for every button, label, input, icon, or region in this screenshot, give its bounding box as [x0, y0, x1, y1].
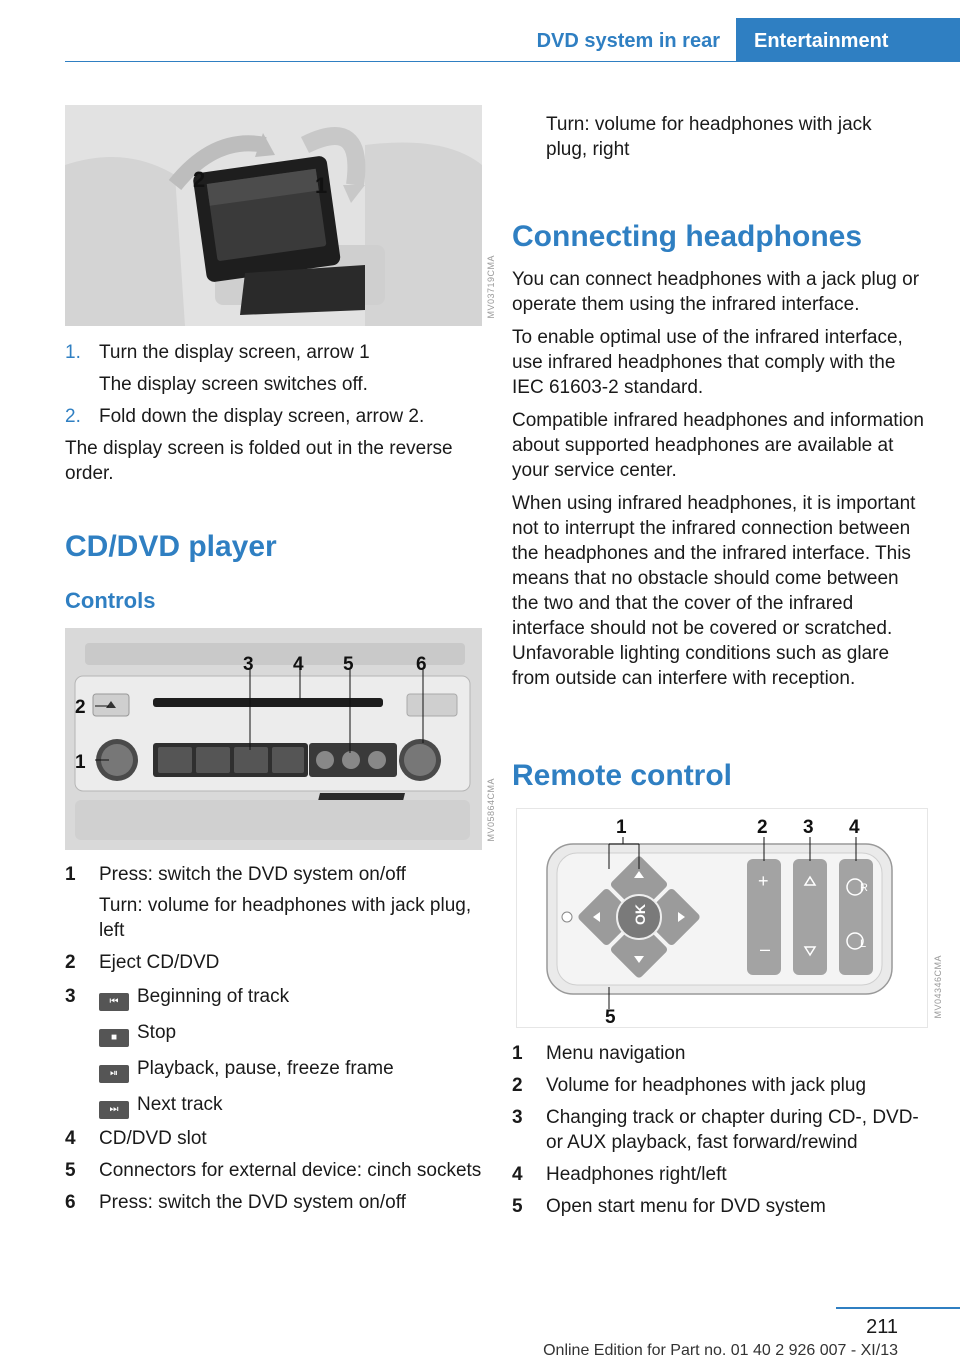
legend-item: 2 Volume for headphones with jack plug	[512, 1073, 930, 1098]
controls-legend: 1 Press: switch the DVD system on/off Tu…	[65, 862, 485, 1215]
figure-code: MV04346CMA	[933, 955, 943, 1019]
header-rule	[65, 61, 960, 62]
figure-label: 2	[757, 817, 768, 838]
header-section-title: DVD system in rear	[536, 30, 720, 52]
play-pause-icon: ⏯	[99, 1065, 129, 1083]
stop-icon: ■	[99, 1029, 129, 1047]
step-number: 2.	[65, 406, 81, 427]
figure-label: 3	[243, 654, 254, 675]
legend-text: Press: switch the DVD system on/off	[99, 1192, 406, 1213]
section-heading-cd-dvd: CD/DVD player	[65, 530, 277, 563]
continued-subtext: Turn: volume for headphones with jack pl…	[546, 114, 872, 160]
figure-code: MV03719CMA	[486, 255, 496, 319]
remote-control-illustration: OK + – R L 1 2 3 4 5	[546, 817, 893, 1028]
legend-text: Eject CD/DVD	[99, 952, 220, 973]
legend-item: 1 Menu navigation	[512, 1041, 930, 1066]
figure-label: 2	[193, 167, 205, 192]
step-number: 1.	[65, 342, 81, 363]
legend-number: 4	[512, 1164, 523, 1185]
figure-display-screen: 2 1	[65, 105, 482, 326]
page-header: DVD system in rear Entertainment	[0, 0, 960, 62]
legend-text: Next track	[137, 1094, 223, 1115]
figure-label: 1	[75, 752, 86, 773]
header-chapter-tab: Entertainment	[736, 18, 960, 62]
svg-text:+: +	[758, 871, 769, 891]
subheading-controls: Controls	[65, 588, 156, 613]
legend-number: 1	[65, 864, 76, 885]
figure-label: 5	[343, 654, 354, 675]
legend-text: Headphones right/left	[546, 1164, 727, 1185]
legend-number: 2	[65, 952, 76, 973]
legend-text: CD/DVD slot	[99, 1128, 207, 1149]
legend-number: 1	[512, 1043, 523, 1064]
section-heading-headphones: Connecting headphones	[512, 220, 863, 253]
figure-remote-control: OK + – R L 1 2 3 4 5	[516, 808, 928, 1028]
legend-text: Volume for headphones with jack plug	[546, 1075, 867, 1096]
next-track-icon: ⏭	[99, 1101, 129, 1119]
legend-number: 5	[65, 1160, 76, 1181]
figure-label: 4	[293, 654, 304, 675]
paragraph: When using infrared headphones, it is im…	[512, 493, 916, 689]
previous-track-icon: ⏮	[99, 993, 129, 1011]
figure-code: MV05864CMA	[486, 778, 496, 842]
legend-number: 5	[512, 1196, 523, 1217]
legend-text: Connectors for external device: cinch so…	[99, 1160, 482, 1181]
legend-text: Menu navigation	[546, 1043, 686, 1064]
legend-item: 4 Headphones right/left	[512, 1162, 930, 1187]
headphones-paragraphs: You can connect headphones with a jack p…	[512, 267, 930, 699]
legend-number: 3	[512, 1107, 523, 1128]
figure-label: 3	[803, 817, 814, 838]
step-text: Fold down the display screen, arrow 2.	[99, 406, 425, 427]
paragraph: Compatible infrared headphones and infor…	[512, 410, 924, 481]
legend-text: Open start menu for DVD system	[546, 1196, 826, 1217]
figure-label: R	[860, 882, 868, 894]
legend-number: 4	[65, 1128, 76, 1149]
legend-text: Press: switch the DVD system on/off	[99, 864, 406, 885]
legend-item: 1 Press: switch the DVD system on/off	[65, 862, 485, 887]
page-number: 211	[866, 1316, 898, 1338]
figure-dvd-controls: 2 1 3 4 5 6	[65, 628, 482, 850]
legend-item: 3 Changing track or chapter during CD-, …	[512, 1105, 930, 1155]
legend-text: Changing track or chapter during CD-, DV…	[546, 1107, 919, 1153]
legend-text: Stop	[137, 1022, 177, 1043]
legend-text: Beginning of track	[137, 986, 290, 1007]
step-text: Turn the display screen, arrow 1	[99, 342, 370, 363]
left-column-top: 1. Turn the display screen, arrow 1 The …	[65, 340, 485, 494]
footer-edition: Online Edition for Part no. 01 40 2 926 …	[543, 1342, 898, 1359]
figure-label: 2	[75, 697, 86, 718]
legend-item: 5 Connectors for external device: cinch …	[65, 1158, 485, 1183]
legend-item: 5 Open start menu for DVD system	[512, 1194, 930, 1219]
dvd-controls-illustration: 2 1 3 4 5 6	[65, 628, 482, 850]
legend-number: 2	[512, 1075, 523, 1096]
figure-label: 1	[616, 817, 627, 838]
svg-text:–: –	[760, 939, 770, 959]
legend-item: 2 Eject CD/DVD	[65, 950, 485, 975]
display-screen-illustration: 2 1	[65, 105, 482, 326]
legend-item: 4 CD/DVD slot	[65, 1126, 485, 1151]
ok-button-label: OK	[632, 904, 648, 925]
step-subtext: The display screen switches off.	[99, 374, 368, 395]
figure-label: 6	[416, 654, 427, 675]
figure-label: 5	[605, 1007, 616, 1028]
section-heading-remote: Remote control	[512, 759, 733, 792]
legend-subtext: Turn: volume for headphones with jack pl…	[99, 895, 472, 941]
footer-rule	[836, 1307, 960, 1309]
figure-label: 1	[315, 173, 327, 198]
legend-item: 6 Press: switch the DVD system on/off	[65, 1190, 485, 1215]
reverse-order-note: The display screen is folded out in the …	[65, 438, 453, 484]
legend-text: Playback, pause, freeze frame	[137, 1058, 394, 1079]
legend-item: 3 ⏮ Beginning of track	[65, 984, 485, 1011]
paragraph: To enable optimal use of the infrared in…	[512, 327, 903, 398]
remote-legend: 1 Menu navigation 2 Volume for headphone…	[512, 1041, 930, 1219]
legend-number: 3	[65, 986, 76, 1007]
figure-label: 4	[849, 817, 860, 838]
step-item: 2. Fold down the display screen, arrow 2…	[65, 404, 485, 429]
paragraph: You can connect headphones with a jack p…	[512, 269, 920, 315]
legend-number: 6	[65, 1192, 76, 1213]
step-item: 1. Turn the display screen, arrow 1	[65, 340, 485, 365]
